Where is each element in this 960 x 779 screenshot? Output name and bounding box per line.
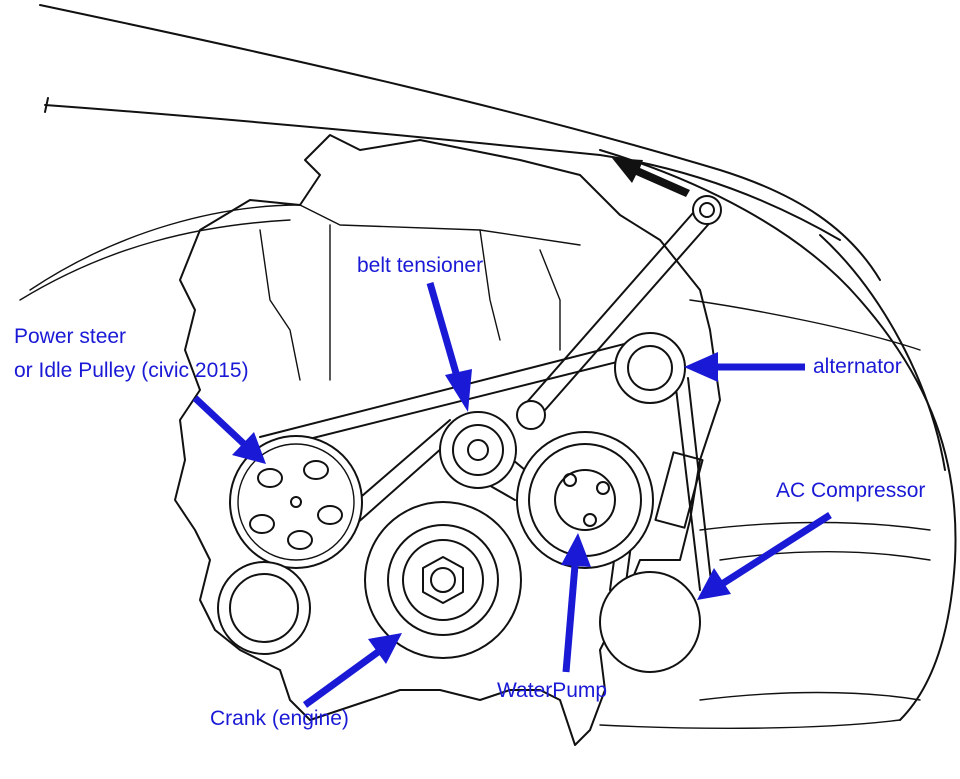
ac-compressor-label: AC Compressor <box>776 479 925 502</box>
water-pump-arrow <box>561 533 591 673</box>
alternator-arrow <box>684 352 805 382</box>
ac-compressor-arrow <box>697 512 832 600</box>
power-steering-pulley <box>229 435 363 569</box>
black-arrow-icon <box>612 158 690 197</box>
tensioner-pulley <box>439 411 517 489</box>
belt-tensioner-arrow <box>426 282 472 412</box>
crank-label: Crank (engine) <box>210 707 349 730</box>
water-pump-label: WaterPump <box>497 679 607 702</box>
power-steer-label-line2: or Idle Pulley (civic 2015) <box>14 359 249 382</box>
belt-tensioner-label: belt tensioner <box>357 254 483 277</box>
crank-arrow <box>302 633 402 708</box>
vehicle-body-outline <box>19 4 957 729</box>
power-steer-arrow <box>192 395 266 464</box>
adjuster-rod <box>516 195 722 430</box>
callout-labels: belt tensioner Power steer or Idle Pulle… <box>14 254 925 730</box>
crank-pulley <box>364 501 522 659</box>
idler-lower-pulley <box>217 561 311 655</box>
power-steer-label-line1: Power steer <box>14 325 126 348</box>
callout-arrows <box>192 282 832 708</box>
engine-block-outline <box>174 134 721 746</box>
alternator-label: alternator <box>813 355 902 378</box>
alternator-pulley <box>614 332 686 404</box>
water-pump-pulley <box>516 431 654 569</box>
ac-compressor-pulley <box>599 451 704 673</box>
